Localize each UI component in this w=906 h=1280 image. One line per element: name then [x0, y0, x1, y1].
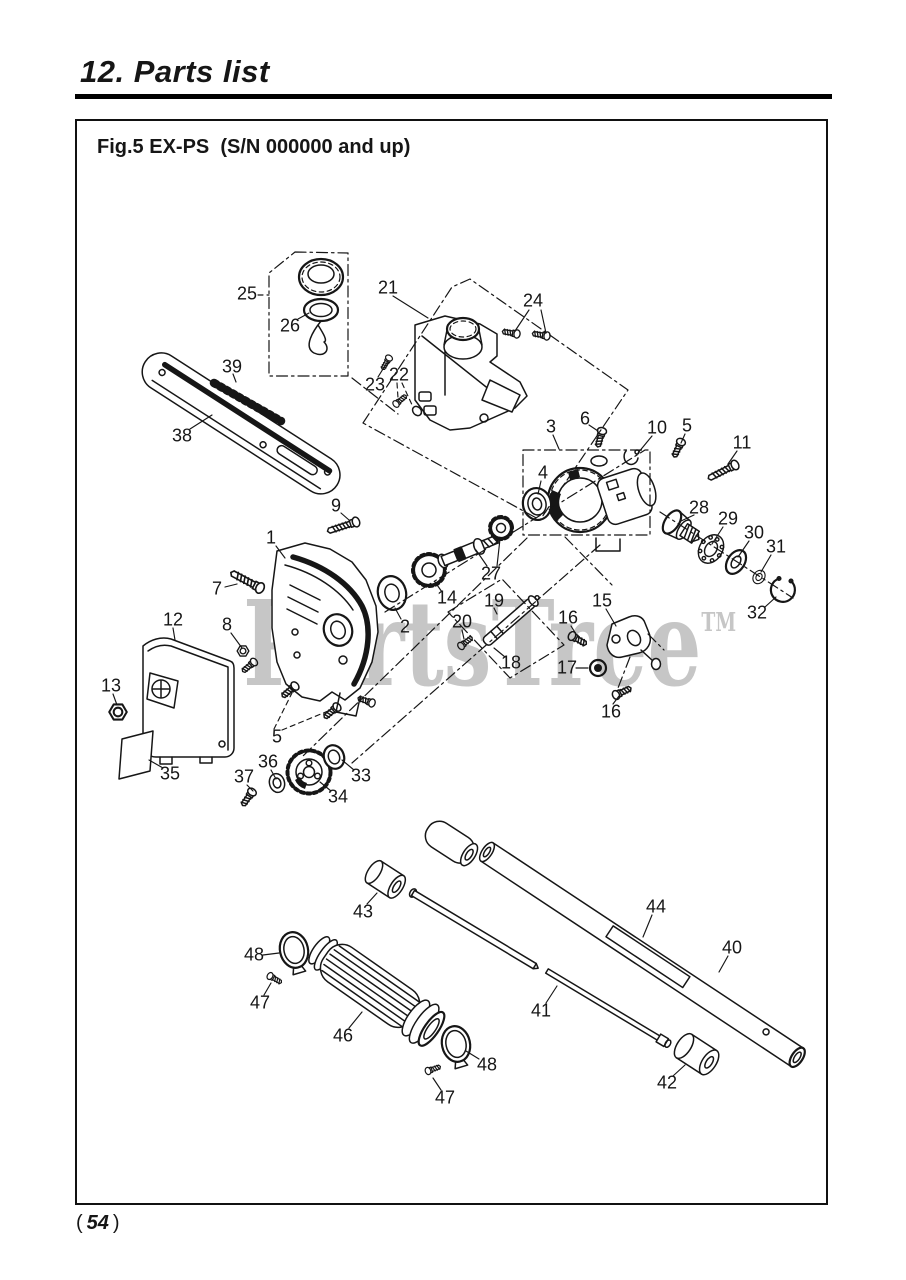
- trademark-symbol: TM: [701, 608, 737, 638]
- callout-leader-lines: [112, 294, 777, 1091]
- figure-caption: Fig.5 EX-PS (S/N 000000 and up): [97, 136, 411, 158]
- page-number: (54): [76, 1212, 120, 1235]
- page-number-value: 54: [86, 1212, 109, 1234]
- construction-lines: [268, 251, 794, 764]
- page-title: 12. Parts list: [80, 54, 270, 89]
- diagram-shapes: [108, 257, 806, 1076]
- paren-open: (: [76, 1212, 83, 1234]
- figure-border: [75, 119, 828, 1205]
- paren-close: ): [112, 1212, 120, 1234]
- header-rule: [75, 94, 832, 99]
